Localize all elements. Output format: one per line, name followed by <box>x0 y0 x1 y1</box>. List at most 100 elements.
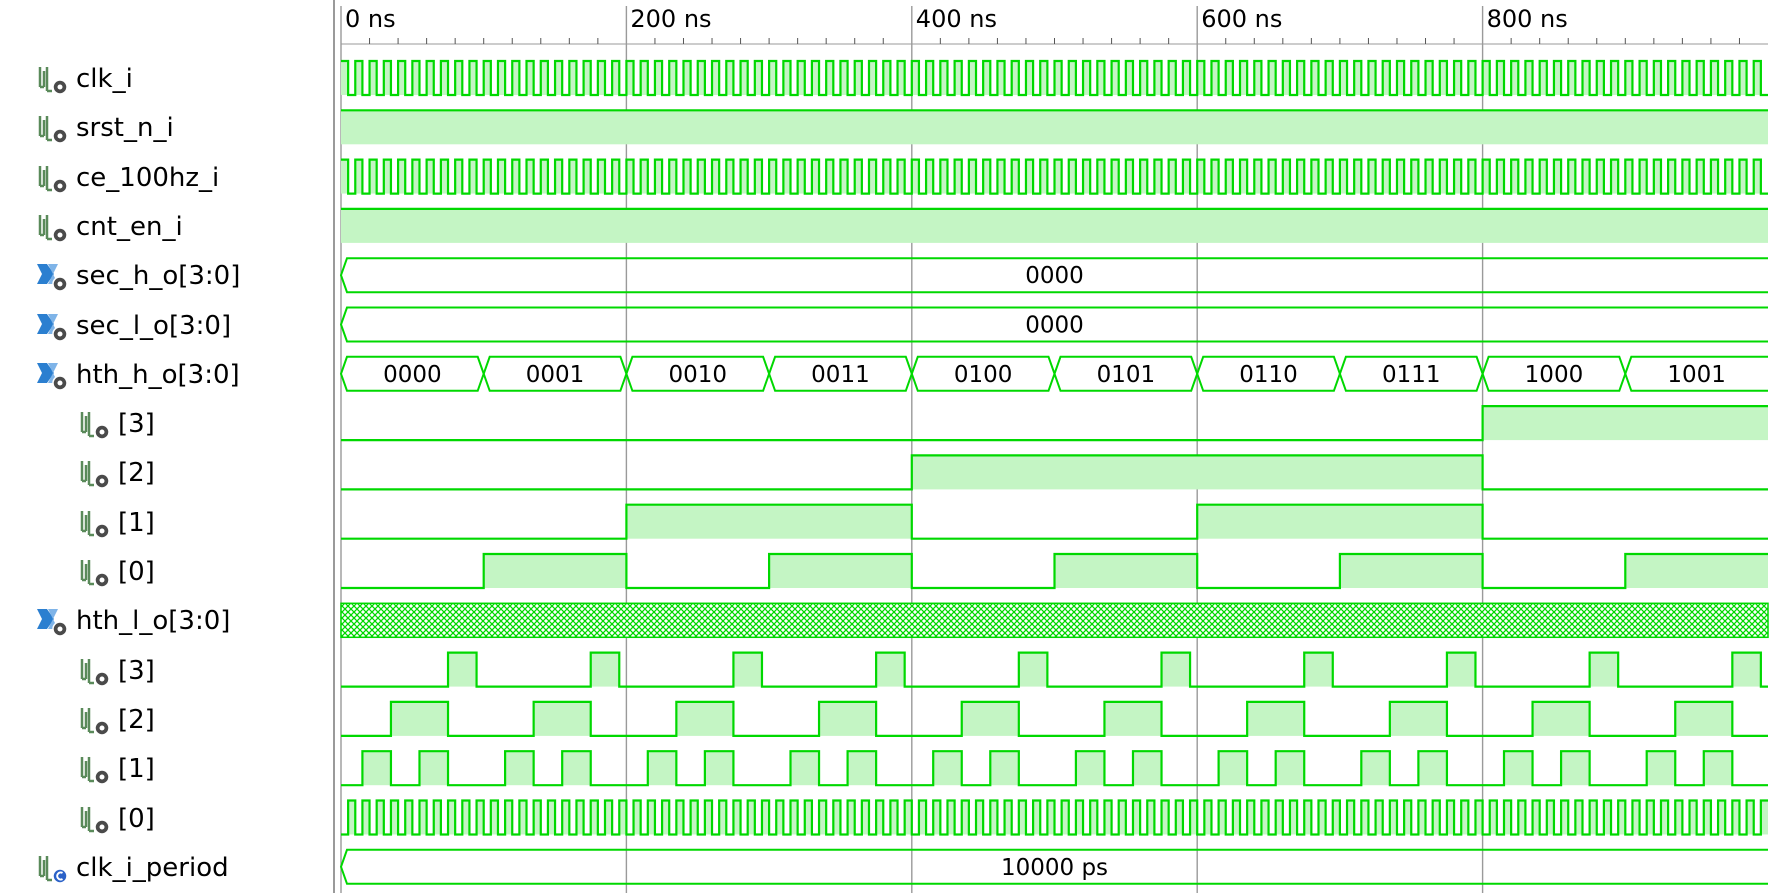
waveform-0[interactable] <box>341 552 1768 590</box>
clock-high-fill <box>1710 159 1719 194</box>
signal-row-ce-100hz-i[interactable]: ce_100hz_i <box>0 152 333 200</box>
waveform-cnt-en-i[interactable] <box>341 207 1768 243</box>
signal-row-0[interactable]: [0] <box>0 546 333 594</box>
clock-high-fill <box>1461 800 1469 835</box>
waveform-srst-n-i[interactable] <box>341 109 1768 145</box>
signal-row-sec-l-o-3-0[interactable]: sec_l_o[3:0] <box>0 300 333 348</box>
waveform-1[interactable] <box>341 503 1768 540</box>
clock-high-fill <box>1382 61 1390 95</box>
waveform-sec-l-o-3-0[interactable]: 0000 <box>339 306 1768 343</box>
signal-row-cnt-en-i[interactable]: cnt_en_i <box>0 201 333 249</box>
waveform-2[interactable] <box>341 454 1768 491</box>
pulse-high-fill <box>1018 652 1048 687</box>
bus-value-label: 0000 <box>383 362 442 388</box>
clock-high-fill <box>726 159 734 194</box>
clock-high-fill <box>1496 159 1505 194</box>
clock-high-fill <box>840 61 848 95</box>
clock-high-fill <box>1668 159 1676 194</box>
clock-high-fill <box>1710 61 1719 95</box>
signal-row-0[interactable]: [0] <box>0 793 333 841</box>
waveform-3[interactable] <box>341 405 1768 442</box>
panel-splitter[interactable] <box>333 0 335 893</box>
signal-name: [3] <box>118 409 155 440</box>
signal-row-hth-h-o-3-0[interactable]: hth_h_o[3:0] <box>0 349 333 397</box>
bus-value-label: 0011 <box>811 362 870 388</box>
signal-row-hth-l-o-3-0[interactable]: hth_l_o[3:0] <box>0 595 333 643</box>
signal-row-2[interactable]: [2] <box>0 447 333 495</box>
clock-high-fill <box>990 800 998 835</box>
signal-name: [3] <box>118 655 155 686</box>
clock-high-fill <box>1347 800 1355 835</box>
clock-high-fill <box>626 61 634 95</box>
signal-row-2[interactable]: [2] <box>0 694 333 742</box>
clock-high-fill <box>1396 61 1405 95</box>
clock-high-fill <box>1318 800 1326 835</box>
clock-high-fill <box>1132 800 1141 835</box>
clock-high-fill <box>826 61 834 95</box>
clock-high-fill <box>797 159 805 194</box>
bus-value-label: 0000 <box>1025 263 1084 289</box>
waveform-0[interactable] <box>341 799 1768 836</box>
waveform-clk-i[interactable] <box>341 59 1768 97</box>
clock-high-fill <box>1354 159 1362 194</box>
clock-high-fill <box>526 159 534 194</box>
clock-high-fill <box>733 800 741 835</box>
scalar-signal-icon <box>34 112 70 145</box>
bus-value-label: 1000 <box>1525 362 1584 388</box>
clock-high-fill <box>1289 800 1298 835</box>
clock-high-fill <box>847 800 855 835</box>
signal-row-clk-i-period[interactable]: clk_i_period <box>0 842 333 890</box>
clock-high-fill <box>405 800 413 835</box>
scalar-signal-icon <box>76 457 112 490</box>
signal-row-3[interactable]: [3] <box>0 398 333 446</box>
signal-row-sec-h-o-3-0[interactable]: sec_h_o[3:0] <box>0 250 333 298</box>
clock-high-fill <box>1746 800 1754 835</box>
clock-high-fill <box>398 159 406 194</box>
pulse-high-fill <box>1161 652 1191 687</box>
clock-high-fill <box>1618 800 1626 835</box>
signal-row-1[interactable]: [1] <box>0 497 333 545</box>
clock-high-fill <box>1668 61 1676 95</box>
bus-segment <box>339 257 1768 294</box>
clock-high-fill <box>1439 61 1447 95</box>
signal-row-srst-n-i[interactable]: srst_n_i <box>0 102 333 150</box>
clock-high-fill <box>1553 61 1562 95</box>
waveform-clk-i-period[interactable]: 10000 ps <box>339 848 1768 885</box>
signal-name: hth_h_o[3:0] <box>76 359 240 390</box>
time-tick-label: 400 ns <box>916 5 997 33</box>
waveform-1[interactable] <box>341 750 1768 787</box>
clock-high-fill <box>433 800 441 835</box>
waveform-ce-100hz-i[interactable] <box>341 158 1768 195</box>
clock-high-fill <box>1240 61 1248 95</box>
clock-high-fill <box>547 800 556 835</box>
signal-row-clk-i[interactable]: clk_i <box>0 53 333 101</box>
bus-value-label: 0010 <box>668 362 727 388</box>
waveform-sec-h-o-3-0[interactable]: 0000 <box>339 257 1768 294</box>
clock-high-fill <box>954 159 962 194</box>
pulse-high-fill <box>647 751 677 786</box>
clock-high-fill <box>1368 159 1376 194</box>
clock-high-fill <box>1696 61 1704 95</box>
clock-high-fill <box>455 159 463 194</box>
pulse-high-fill <box>733 652 762 687</box>
clock-high-fill <box>1083 61 1091 95</box>
clock-high-fill <box>569 61 577 95</box>
clock-high-fill <box>876 800 884 835</box>
clock-high-fill <box>1568 159 1576 194</box>
pulse-high-fill <box>704 751 734 786</box>
waveform-hth-l-o-3-0[interactable] <box>340 602 1769 639</box>
waveform-2[interactable] <box>341 700 1768 737</box>
signal-row-3[interactable]: [3] <box>0 645 333 693</box>
clock-high-fill <box>1625 61 1633 95</box>
clock-high-fill <box>1211 61 1219 95</box>
signal-row-1[interactable]: [1] <box>0 743 333 791</box>
waveform-3[interactable] <box>341 651 1768 688</box>
clock-high-fill <box>1489 800 1497 835</box>
pulse-high-fill <box>1104 701 1162 736</box>
clock-high-fill <box>462 800 470 835</box>
clock-high-fill <box>1247 800 1255 835</box>
signal-name: [0] <box>118 803 155 834</box>
time-tick-label: 200 ns <box>630 5 711 33</box>
